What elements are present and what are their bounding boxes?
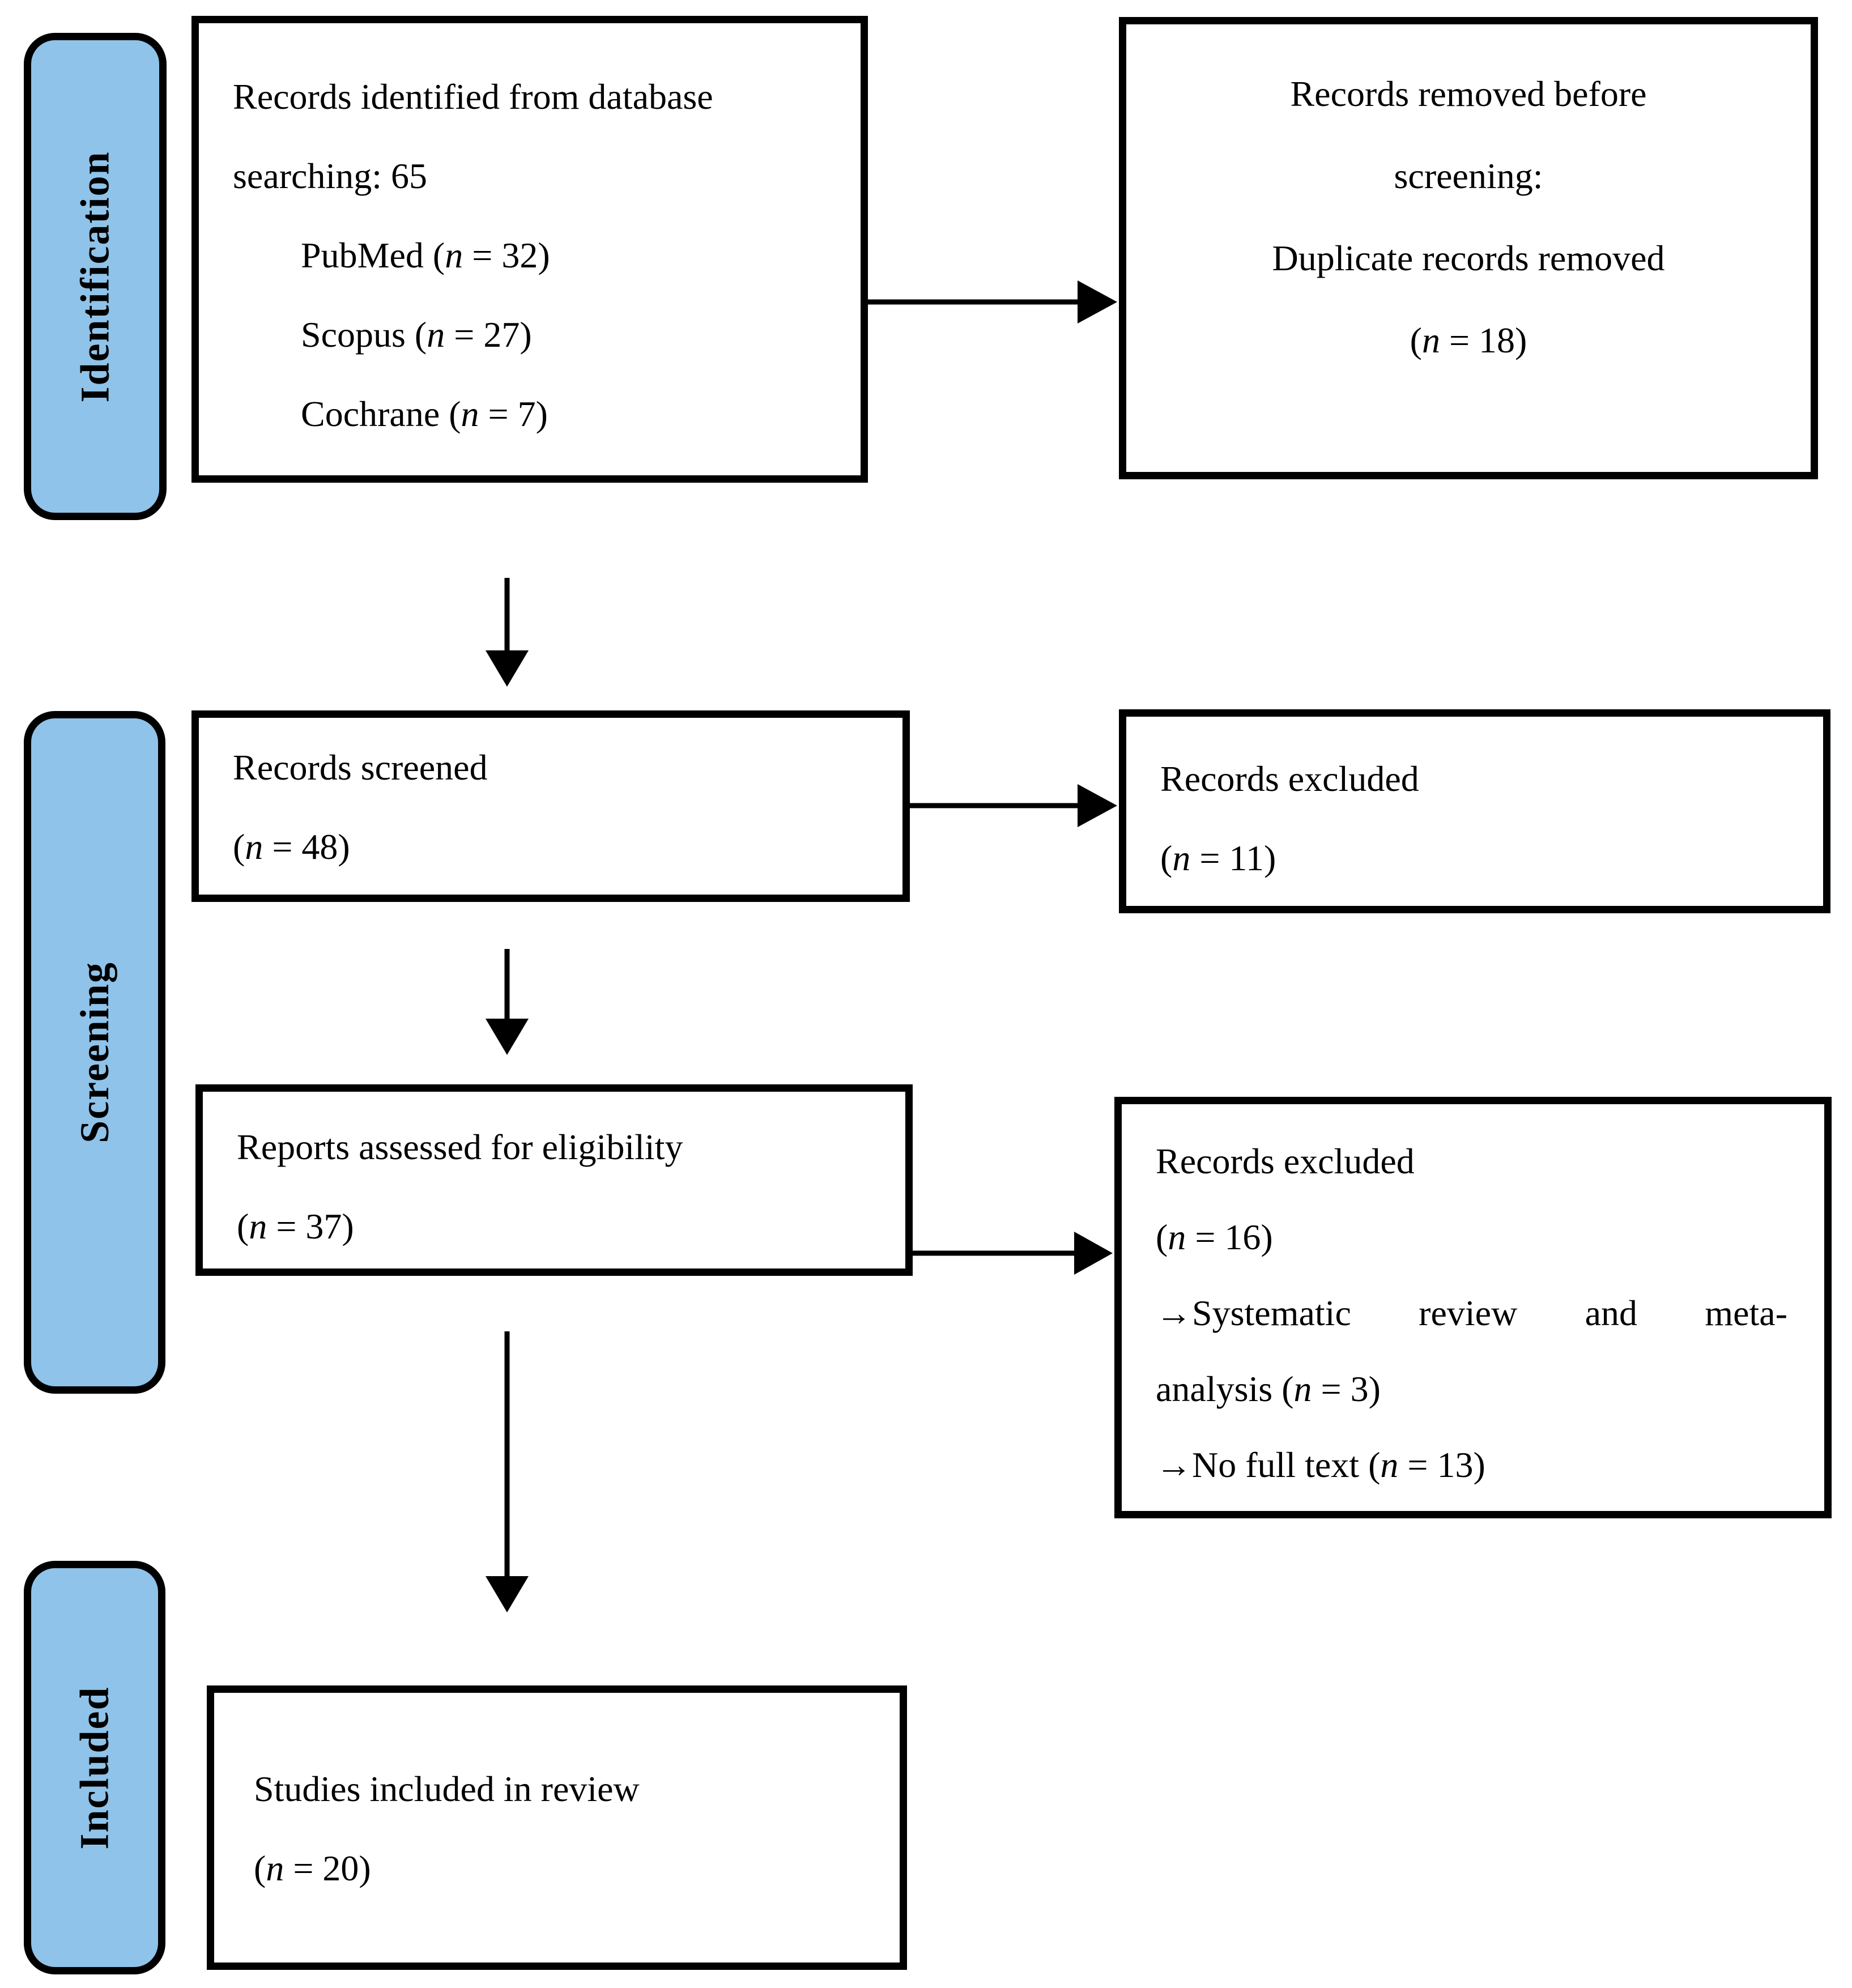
box-text-line: Records removed before [1290,74,1647,114]
box-records-excluded-eligibility: Records excluded (n = 16) →Systematic re… [1114,1097,1832,1518]
arrow-right-identified-to-removed-icon [868,280,1117,323]
box-text-line: analysis (n = 3) [1156,1369,1381,1409]
stage-label-text: Identification [72,150,118,403]
box-text-line: Records screened [233,747,488,787]
stage-label-included: Included [24,1561,165,1974]
arrow-down-assessed-to-included-icon [486,1331,529,1612]
box-studies-included: Studies included in review (n = 20) [207,1685,907,1970]
box-text-line: screening: [1394,156,1543,196]
box-text-line: (n = 37) [237,1206,354,1246]
arrow-right-screened-to-excluded-icon [910,784,1117,827]
box-text-line: Records excluded [1160,759,1419,799]
box-text-line: →Systematic review and meta- [1156,1293,1787,1333]
stage-label-identification: Identification [24,33,167,520]
box-text-line: Scopus (n = 27) [301,314,532,355]
box-records-removed-before-screening: Records removed before screening: Duplic… [1119,17,1818,479]
box-text-line: Reports assessed for eligibility [237,1127,683,1167]
box-text-line: (n = 48) [233,827,350,867]
box-records-screened: Records screened (n = 48) [191,710,910,902]
box-text-line: PubMed (n = 32) [301,235,550,275]
box-text-line: (n = 11) [1160,838,1276,878]
box-text-line: Cochrane (n = 7) [301,394,548,434]
box-text-line: →No full text (n = 13) [1156,1445,1485,1485]
arrow-down-screened-to-assessed-icon [486,949,529,1055]
stage-label-text: Included [71,1685,117,1850]
box-text-line: Records excluded [1156,1141,1415,1181]
box-text-line: Duplicate records removed [1272,238,1665,278]
box-text-line: searching: 65 [233,156,427,196]
arrow-right-assessed-to-excluded-icon [913,1232,1113,1275]
stage-label-text: Screening [71,961,117,1143]
box-text-line: (n = 20) [254,1848,371,1888]
box-text-line: Studies included in review [254,1769,640,1809]
stage-label-screening: Screening [24,711,165,1394]
box-text-line: (n = 18) [1410,320,1527,360]
box-records-identified: Records identified from database searchi… [191,16,868,483]
arrow-down-identified-to-screened-icon [486,578,529,687]
box-records-excluded-screening: Records excluded (n = 11) [1119,709,1830,913]
box-text-line: Records identified from database [233,76,713,117]
box-text-line: (n = 16) [1156,1217,1273,1257]
box-reports-assessed: Reports assessed for eligibility (n = 37… [195,1084,913,1276]
